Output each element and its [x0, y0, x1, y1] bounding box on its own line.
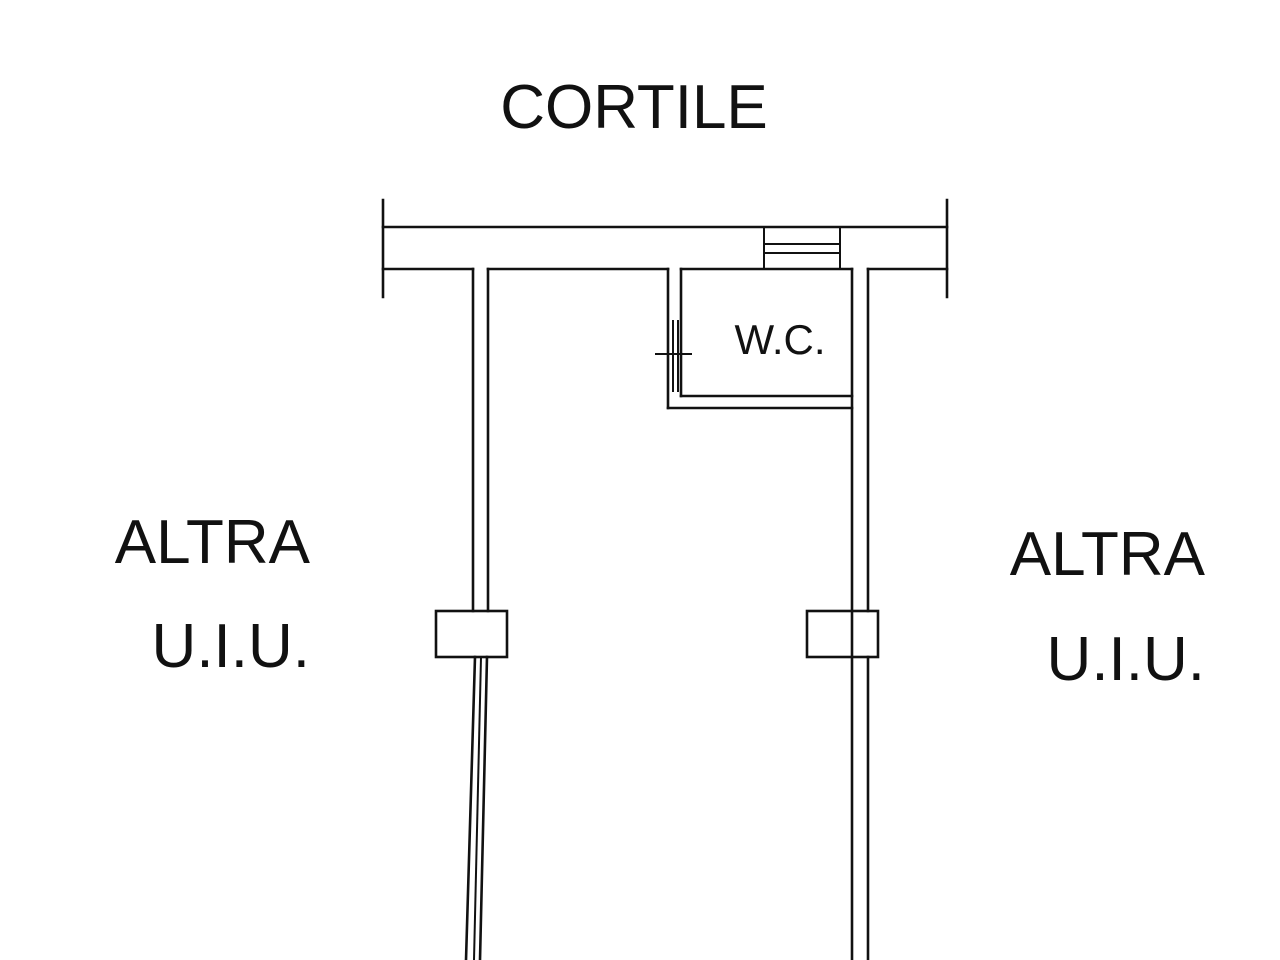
right-party-wall — [805, 267, 880, 960]
wc-door — [655, 320, 692, 392]
courtyard-label: CORTILE — [500, 73, 768, 142]
wc-label: W.C. — [735, 316, 826, 363]
wc-room — [666, 267, 854, 960]
left-party-wall — [434, 267, 509, 960]
right-unit-label-line1: ALTRA — [1010, 520, 1206, 589]
left-unit-label-line1: ALTRA — [115, 508, 311, 577]
courtyard-wall — [381, 198, 949, 299]
left-unit-label-line2: U.I.U. — [152, 612, 310, 681]
right-unit-label-line2: U.I.U. — [1047, 625, 1205, 694]
courtyard-window — [763, 227, 841, 269]
